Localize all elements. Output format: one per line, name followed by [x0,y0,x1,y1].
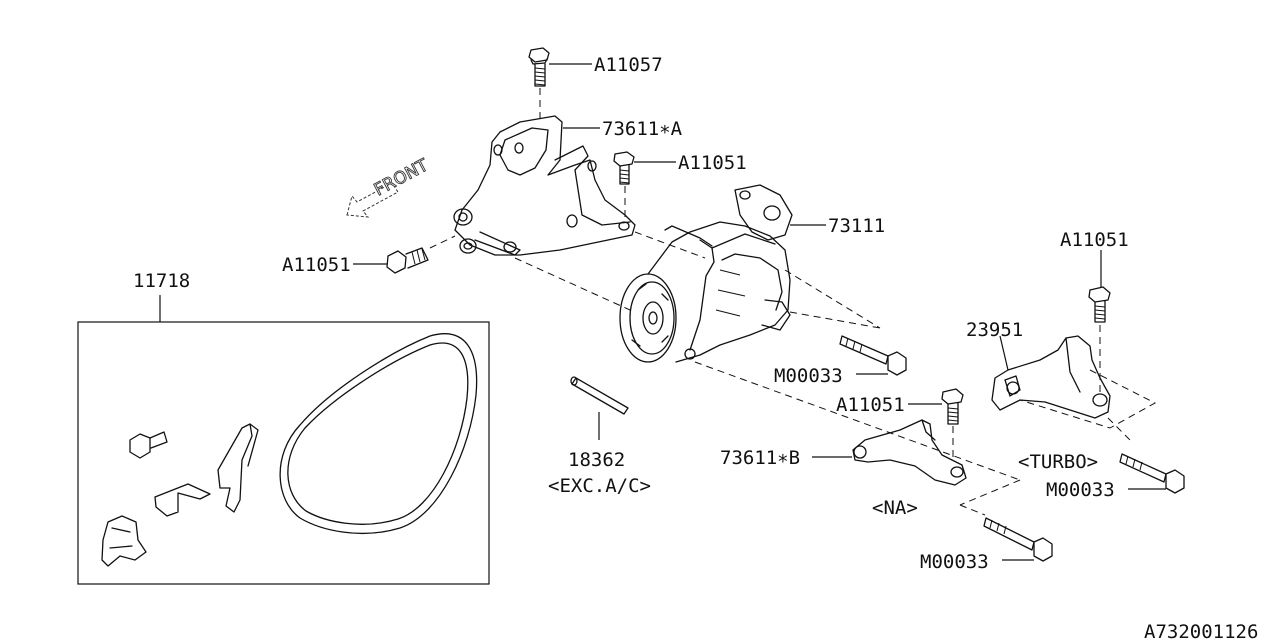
callout-a11057[interactable]: A11057 [594,54,663,76]
bracket-73611-b[interactable] [852,419,967,486]
assembly-line [514,257,631,311]
assembly-line [784,269,881,329]
assembly-line [1107,417,1131,441]
callout-73611b[interactable]: 73611∗B [720,447,800,469]
assembly-line [429,235,456,249]
bolt-a11051-top[interactable] [613,151,635,185]
v-belt [279,333,478,534]
ac-compressor-73111[interactable] [619,184,793,363]
callout-73111[interactable]: 73111 [828,215,885,237]
bracket-23951[interactable] [991,335,1111,419]
diagram-id: A732001126 [1144,621,1258,640]
assembly-line [1019,369,1157,429]
callout-m00033-right[interactable]: M00033 [1046,479,1115,501]
belt-kit-11718[interactable] [77,321,490,585]
callout-23951[interactable]: 23951 [966,319,1023,341]
assembly-line [959,479,1021,506]
callout-a11051-top[interactable]: A11051 [678,152,747,174]
bolt-m00033-bottom[interactable] [983,517,1053,562]
assembly-line [694,361,1021,481]
bolt-m00033-mid[interactable] [839,335,907,376]
bracket-73611-a[interactable] [453,115,636,256]
front-direction-arrow: FRONT [346,155,433,218]
callout-m00033-mid[interactable]: M00033 [774,365,843,387]
callout-18362[interactable]: 18362 [568,449,625,471]
front-label: FRONT [371,155,432,200]
callout-turbo[interactable]: <TURBO> [1018,451,1098,473]
assembly-line [959,504,986,516]
assembly-line [789,311,881,329]
callout-a11051-left[interactable]: A11051 [282,254,351,276]
callout-na[interactable]: <NA> [872,497,918,519]
bolt-a11051-mid[interactable] [941,388,964,425]
leader-23951 [999,335,1009,371]
bolt-a11051-right[interactable] [1088,286,1111,323]
pin-18362[interactable] [570,376,629,415]
bolt-a11057[interactable] [528,47,550,87]
callout-73611a[interactable]: 73611∗A [602,118,683,140]
callout-a11051-mid[interactable]: A11051 [836,394,905,416]
kit-frame [77,321,490,585]
bolt-m00033-right[interactable] [1119,453,1185,494]
callout-m00033-bottom[interactable]: M00033 [920,551,989,573]
v-belt-inner [287,342,469,525]
bolt-a11051-left[interactable] [386,247,429,274]
callout-exc-ac[interactable]: <EXC.A/C> [548,475,651,497]
callout-a11051-right[interactable]: A11051 [1060,229,1129,251]
callout-11718[interactable]: 11718 [133,270,190,292]
